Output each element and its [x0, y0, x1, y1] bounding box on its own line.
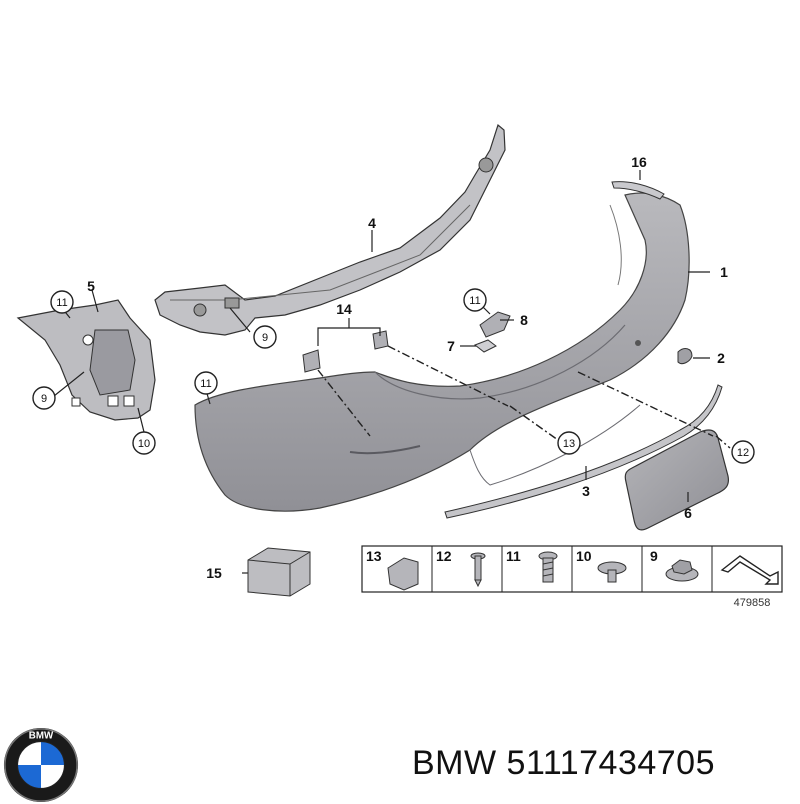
callout-11-bumper: 11 — [200, 378, 211, 390]
callout-14: 14 — [336, 301, 352, 317]
callout-11-bracket: 11 — [469, 295, 480, 307]
tow-hook-cap — [677, 348, 693, 365]
adhesive-pack — [247, 547, 311, 597]
brand-name: BMW — [412, 744, 497, 782]
bmw-logo-icon: BMW — [3, 727, 79, 803]
callout-11-left: 11 — [56, 297, 67, 309]
figure-number: 479858 — [734, 597, 771, 609]
legend-label-13: 13 — [366, 548, 382, 564]
callout-12: 12 — [737, 447, 749, 459]
assembly-lines — [317, 345, 731, 449]
fastener-legend: 13 12 11 10 9 4 — [361, 545, 783, 609]
leader-lines — [53, 170, 710, 574]
gasket-part-7 — [473, 339, 497, 353]
callout-13: 13 — [563, 438, 575, 450]
part-caption: BMW 51117434705 — [412, 744, 715, 783]
callout-9-left: 9 — [41, 393, 47, 405]
legend-label-9: 9 — [650, 548, 658, 564]
callout-7: 7 — [447, 338, 455, 354]
legend-label-10: 10 — [576, 548, 592, 564]
callout-4: 4 — [368, 215, 376, 231]
legend-label-12: 12 — [436, 548, 452, 564]
side-bracket — [16, 299, 156, 421]
thread-screw-icon — [538, 551, 558, 583]
bracket-part-8 — [479, 311, 511, 338]
callout-2: 2 — [717, 350, 725, 366]
callout-15: 15 — [206, 565, 222, 581]
clip-pair — [302, 330, 389, 373]
upper-trim-strip — [611, 181, 665, 200]
callout-16: 16 — [631, 154, 647, 170]
expanding-rivet-icon — [597, 561, 627, 583]
hex-nut-icon — [665, 559, 699, 582]
callout-5: 5 — [87, 278, 95, 294]
bumper-carrier — [154, 123, 506, 336]
clip-nut-icon — [387, 557, 419, 591]
direction-arrow-icon — [720, 555, 779, 585]
licence-plate-carrier — [624, 429, 730, 531]
part-number: 51117434705 — [506, 744, 716, 782]
callout-3: 3 — [582, 483, 590, 499]
callout-1: 1 — [720, 264, 728, 280]
legend-label-11: 11 — [506, 548, 521, 564]
callout-10: 10 — [138, 438, 150, 450]
logo-letters: BMW — [29, 731, 54, 742]
callout-9-carrier: 9 — [262, 332, 268, 344]
bumper-cover — [194, 192, 690, 512]
lower-trim-strip — [444, 384, 723, 519]
callout-6: 6 — [684, 505, 692, 521]
callout-circles — [32, 288, 755, 464]
screw-icon — [470, 552, 486, 588]
callout-8: 8 — [520, 312, 528, 328]
